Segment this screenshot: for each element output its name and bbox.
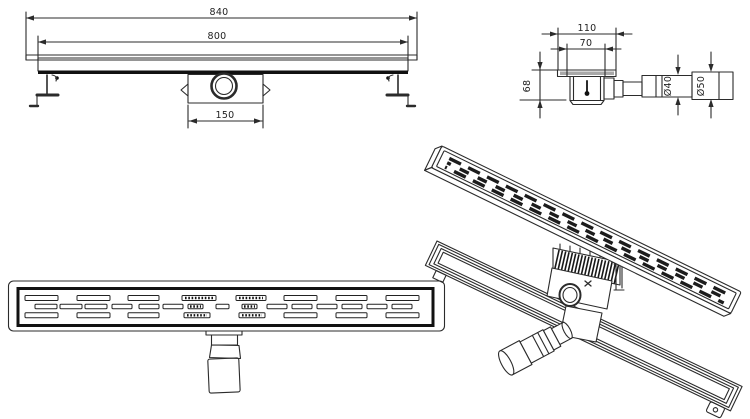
grate-slab-3d: [424, 145, 742, 317]
trap-fins: [553, 249, 621, 285]
dim-outlet-small: Ø40: [663, 76, 674, 96]
cross-mark: [584, 280, 592, 287]
plan-view: [7, 280, 446, 394]
grate-slots-middle-row: [34, 303, 413, 310]
dimension-arrowheads: [26, 15, 417, 124]
grate-slot-dashes: [444, 156, 729, 305]
pipe-diameter-50: [691, 71, 734, 101]
end-section-view: 110 70 68 Ø40 Ø50: [519, 23, 734, 119]
grate-slots-top-row: [24, 295, 420, 301]
trap-assembly-3d: [546, 243, 625, 343]
isometric-exploded-view: [424, 145, 743, 419]
outlet-pipe-section: [603, 71, 734, 101]
dim-inner-width: 70: [580, 38, 593, 49]
channel-foot-left: [432, 269, 447, 284]
dim-flange-width: 110: [577, 23, 596, 34]
dim-outlet-large: Ø50: [696, 76, 707, 96]
channel-profile: [25, 54, 418, 74]
trap-housing: [180, 72, 271, 104]
channel-foot-right: [705, 401, 725, 419]
side-elevation-view: 840 800 150: [25, 7, 418, 129]
dim-inner-length: 800: [207, 31, 226, 42]
grate-frame: [16, 287, 435, 327]
trap-body: [569, 75, 605, 106]
trap-clips: [613, 261, 625, 291]
grate-slots-bottom-row: [24, 312, 420, 319]
outlet-pipe-3d: [498, 321, 573, 376]
bottom-outlet-pipe: [205, 330, 243, 394]
extension-lines: [25, 11, 418, 129]
dim-overall-length: 840: [209, 7, 228, 18]
dimension-lines: [26, 17, 417, 122]
mounting-bracket-right: [385, 74, 417, 108]
dimension-arrowheads: [537, 31, 714, 108]
mounting-bracket-left: [28, 74, 60, 108]
trap-flange: [556, 69, 617, 78]
dim-trap-width: 150: [215, 110, 234, 121]
dim-body-height: 68: [522, 80, 533, 93]
dimension-lines: [539, 33, 712, 119]
